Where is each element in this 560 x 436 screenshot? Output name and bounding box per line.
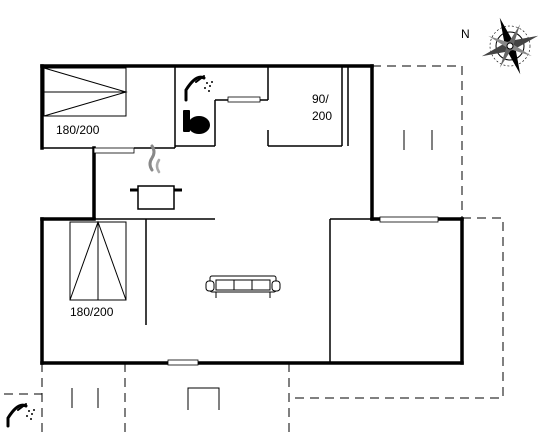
sofa-icon: [205, 275, 281, 298]
door-bath: [227, 96, 261, 103]
terrace-markers: [71, 130, 433, 408]
openings: [93, 96, 439, 366]
cooking-pot-icon: [130, 144, 182, 210]
outdoor-shower-icon: [6, 403, 28, 428]
shower-spray: [204, 81, 213, 92]
outer-walls: [40, 64, 464, 365]
window-bed3-south: [93, 147, 135, 154]
window-living-east: [379, 216, 439, 223]
bed-size-bedroom-3: 180/200: [70, 305, 114, 319]
shower-icon: [184, 75, 206, 102]
compass-north-label: N: [461, 27, 470, 41]
outdoor-shower-spray: [26, 409, 35, 420]
terrace-east-lower: [289, 217, 504, 399]
door-south: [167, 359, 199, 366]
bed-size-bedroom-2-line1: 90/: [312, 92, 329, 106]
door-frame-south: [187, 387, 220, 410]
compass-rose-icon: [481, 17, 539, 75]
bed-bedroom-3: [69, 220, 127, 301]
terraces: [4, 65, 504, 436]
toilet-icon: [183, 110, 210, 134]
terrace-east-upper: [372, 65, 463, 218]
wall-bath-bottom: [175, 100, 216, 147]
bed-size-bedroom-2-line2: 200: [312, 109, 332, 123]
bed-size-bedroom-1: 180/200: [56, 123, 100, 137]
wall-bed2-closet: [341, 66, 349, 146]
terrace-south: [41, 363, 290, 436]
bed-bedroom-1: [43, 67, 128, 117]
